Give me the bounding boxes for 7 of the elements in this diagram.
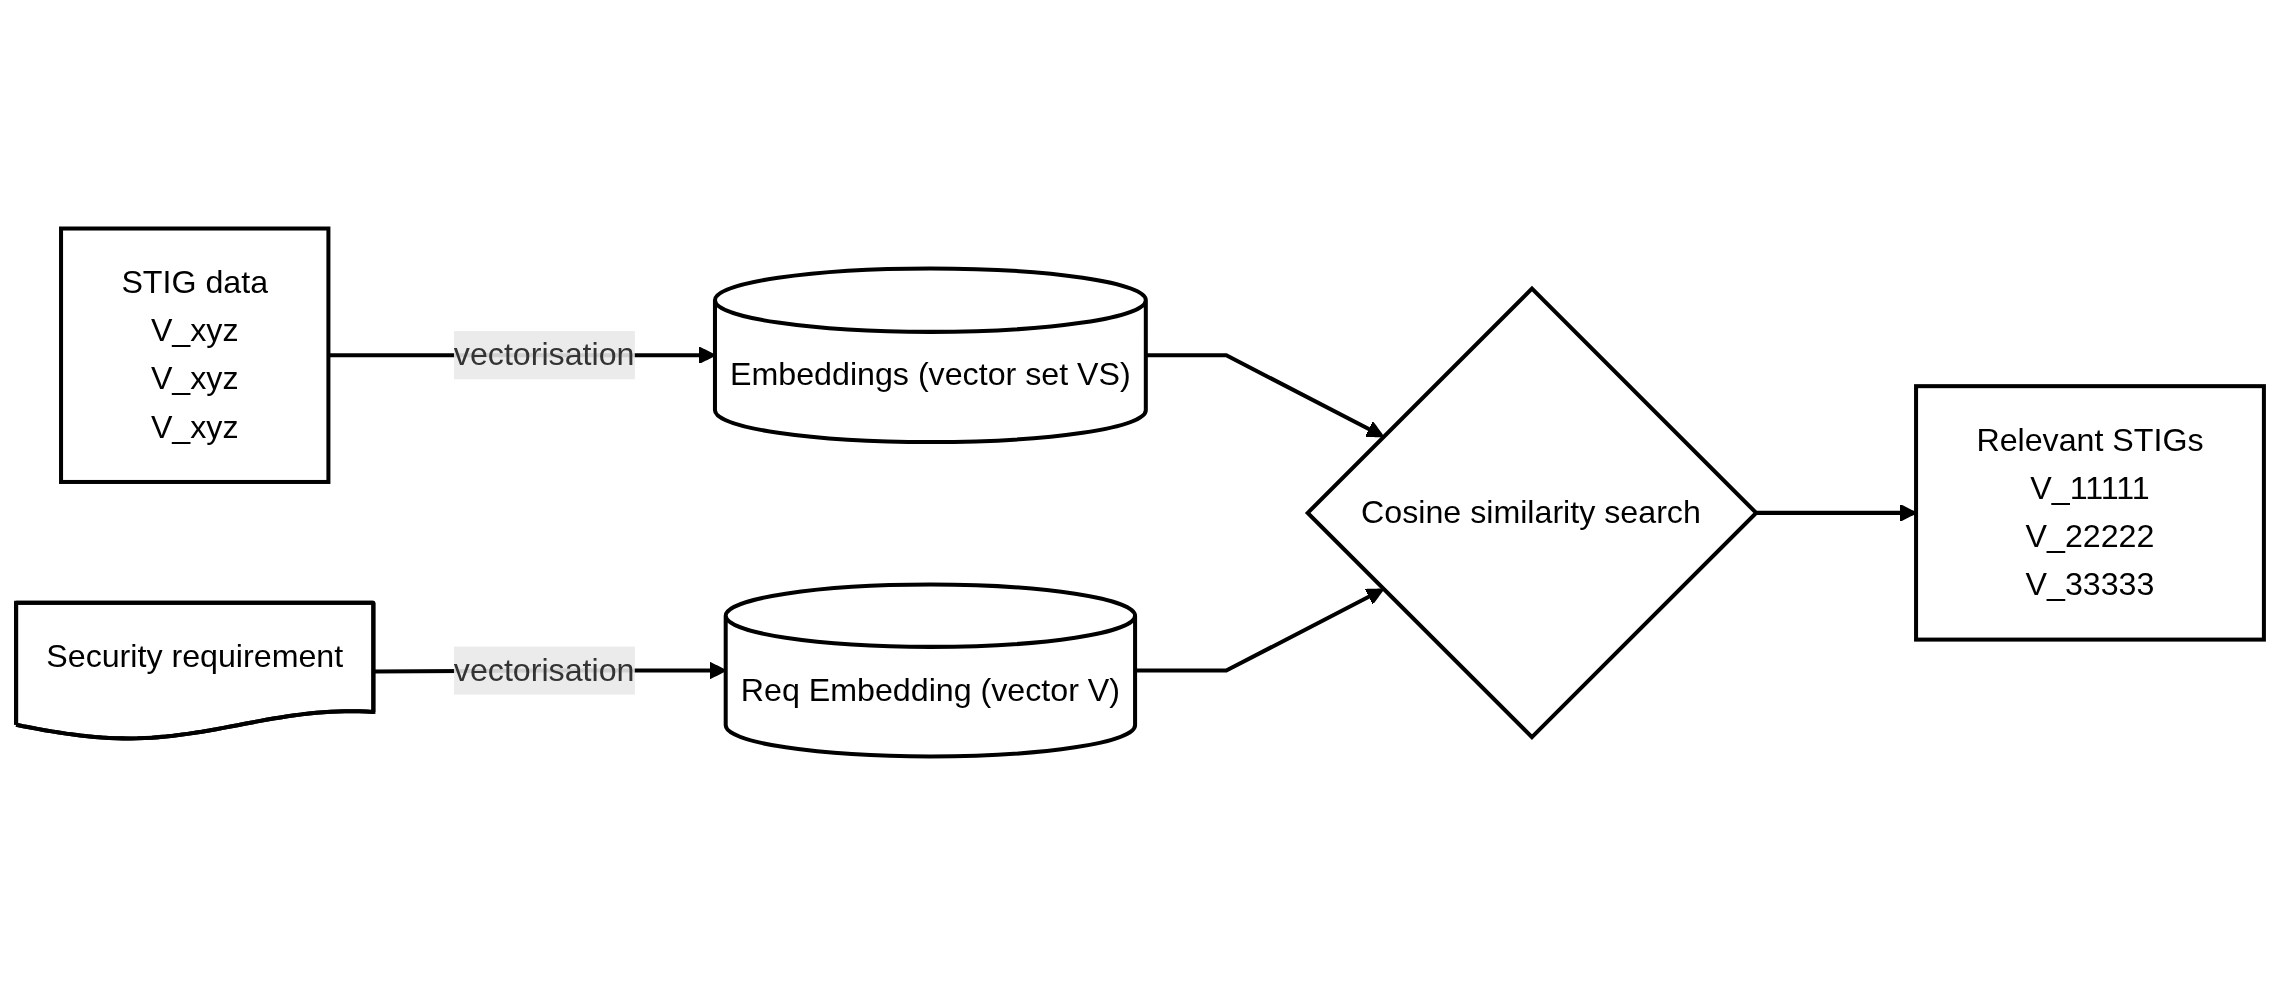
node-box: STIG data V_xyz V_xyz V_xyz [59,226,331,484]
arrow [1135,588,1384,673]
node-diamond: Cosine similarity search [1304,285,1759,740]
edge-label: vectorisation [453,652,635,687]
edge-label: vectorisation [453,337,635,372]
node-box: Relevant STIGs V_11111 V_22222 V_33333 [1914,384,2266,642]
arrow [1145,353,1384,438]
